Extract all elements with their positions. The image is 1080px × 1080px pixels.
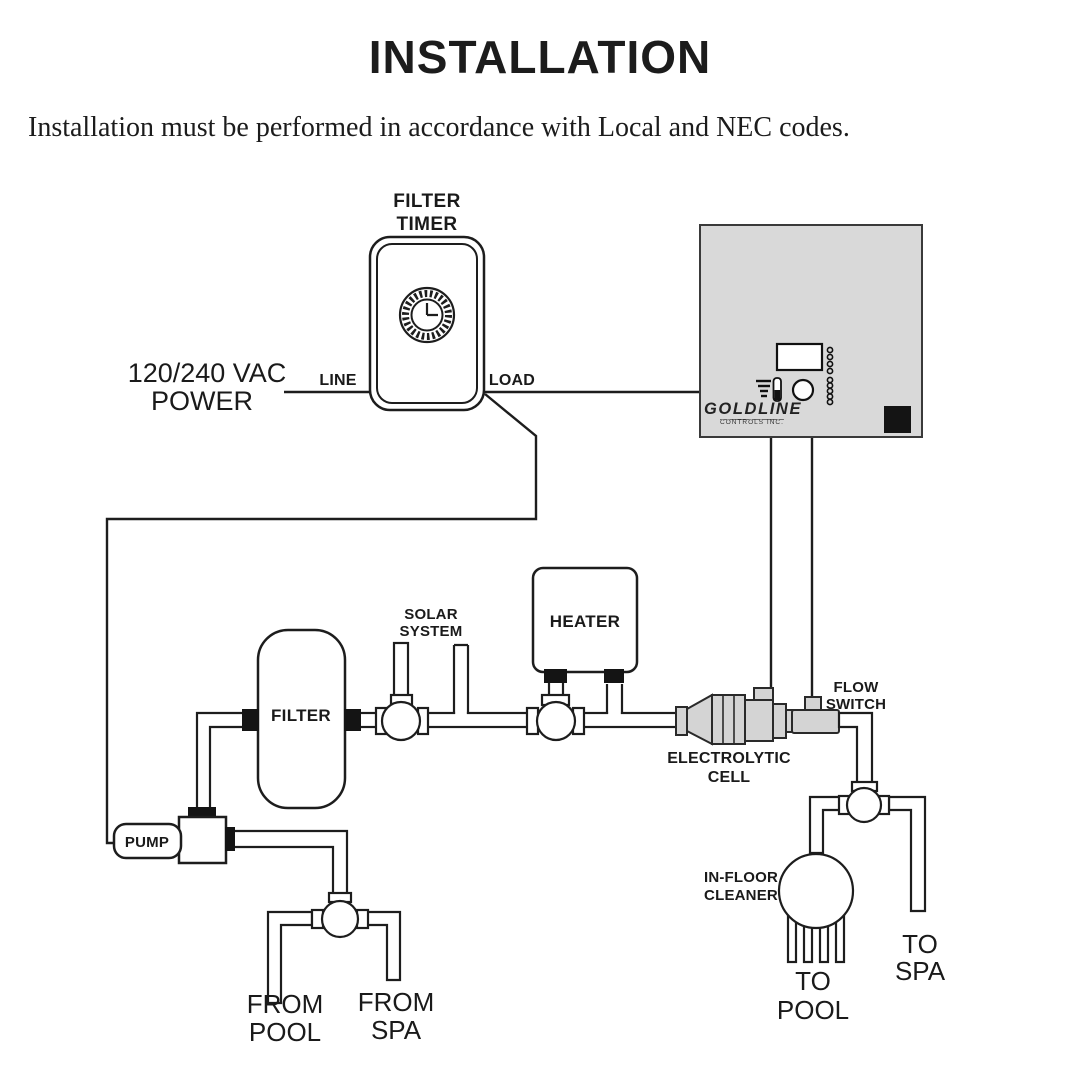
- flow-switch-body: [791, 709, 840, 734]
- solar-pipe-1: [392, 641, 410, 701]
- flow-switch-stem: [804, 696, 822, 712]
- pump-right-connector: [225, 827, 235, 851]
- label-filter: FILTER: [271, 706, 331, 725]
- pump-housing: [177, 815, 228, 865]
- solar-valve-body[interactable]: [380, 700, 422, 742]
- heater-right-pipe: [605, 684, 624, 715]
- label-solar-line1: SOLAR: [404, 606, 458, 623]
- label-power-line1: 120/240 VAC: [128, 358, 287, 388]
- cleaner-head: [777, 852, 855, 930]
- label-to-pool-line2: POOL: [777, 995, 849, 1025]
- label-flowswitch-line1: FLOW: [834, 679, 880, 696]
- suction-valve: [266, 891, 402, 1005]
- timer-enclosure-inner: [376, 243, 478, 404]
- labels: 120/240 VAC POWER FILTER TIMER LINE LOAD…: [125, 191, 946, 1047]
- control-knob[interactable]: [791, 378, 815, 402]
- label-to-spa-line2: SPA: [895, 956, 946, 986]
- label-filter-timer-line2: TIMER: [396, 214, 457, 235]
- to-spa-pipe: [887, 795, 927, 913]
- plumbing: [112, 566, 927, 1005]
- cell-ribbed-body: [711, 694, 746, 745]
- label-flowswitch-line2: SWITCH: [826, 696, 886, 713]
- cleaner-feed-pipe: [808, 795, 843, 855]
- cell-ribs: [722, 695, 735, 744]
- solar-valve: [374, 693, 430, 742]
- label-to-spa-line1: TO: [902, 929, 938, 959]
- timer-dial-icon[interactable]: [398, 286, 456, 344]
- in-floor-cleaner: [777, 852, 855, 964]
- led-column: [826, 346, 834, 406]
- label-from-spa-line2: SPA: [371, 1015, 422, 1045]
- pump: [112, 807, 349, 897]
- cell-left-flange: [675, 706, 688, 736]
- cell-taper: [686, 693, 713, 746]
- heater-box: [531, 566, 639, 674]
- label-cell-line1: ELECTROLYTIC: [667, 750, 791, 767]
- menu-bars-icon: [756, 379, 771, 398]
- brand-logo: GOLDLINE: [704, 400, 802, 418]
- filter-timer: [368, 235, 486, 412]
- return-elbow-pipe: [837, 711, 874, 786]
- from-spa-pipe: [364, 910, 402, 982]
- label-solar-line2: SYSTEM: [400, 623, 463, 640]
- pump-motor: [112, 822, 183, 860]
- label-heater: HEATER: [550, 612, 620, 631]
- filter-inlet-connector: [242, 709, 259, 731]
- filter-outlet-connector: [344, 709, 361, 731]
- label-load: LOAD: [489, 372, 535, 389]
- page-subtitle: Installation must be performed in accord…: [28, 112, 850, 143]
- page-title: INSTALLATION: [368, 31, 712, 83]
- label-power-line2: POWER: [151, 386, 253, 416]
- conduit-knockout: [884, 406, 911, 433]
- brand-sub: CONTROLS INC.: [720, 419, 784, 426]
- filter-to-pump-pipe: [195, 711, 248, 812]
- label-to-pool-line1: TO: [795, 966, 831, 996]
- return-valve-body[interactable]: [845, 786, 883, 824]
- label-from-spa-line1: FROM: [358, 987, 435, 1017]
- label-line: LINE: [319, 372, 356, 389]
- cell-body: [744, 699, 774, 742]
- label-from-pool-line1: FROM: [247, 989, 324, 1019]
- heater-left-connector: [544, 669, 567, 683]
- suction-valve-body[interactable]: [320, 899, 360, 939]
- label-cleaner-line1: IN-FLOOR: [704, 869, 778, 886]
- label-pump: PUMP: [125, 834, 169, 851]
- return-assembly: [808, 711, 927, 913]
- label-cleaner-line2: CLEANER: [704, 887, 778, 904]
- heater-valve-body[interactable]: [535, 700, 577, 742]
- heater-right-connector: [604, 669, 624, 683]
- wiring: [105, 390, 814, 845]
- control-box: GOLDLINE CONTROLS INC.: [699, 224, 923, 438]
- label-from-pool-line2: POOL: [249, 1017, 321, 1047]
- control-box-enclosure: [699, 224, 923, 438]
- flow-switch: [785, 696, 840, 734]
- switch-icon[interactable]: [772, 377, 782, 402]
- solar-pipe-2: [452, 643, 470, 715]
- label-filter-timer-line1: FILTER: [393, 191, 460, 212]
- pump-outlet-pipe: [231, 829, 349, 897]
- load-to-pump-wire: [105, 393, 538, 845]
- control-box-display: [775, 342, 824, 372]
- label-cell-line2: CELL: [708, 769, 751, 786]
- heater-assembly: [525, 566, 639, 742]
- electrolytic-cell: [675, 687, 787, 746]
- cell-union-ring: [772, 703, 787, 739]
